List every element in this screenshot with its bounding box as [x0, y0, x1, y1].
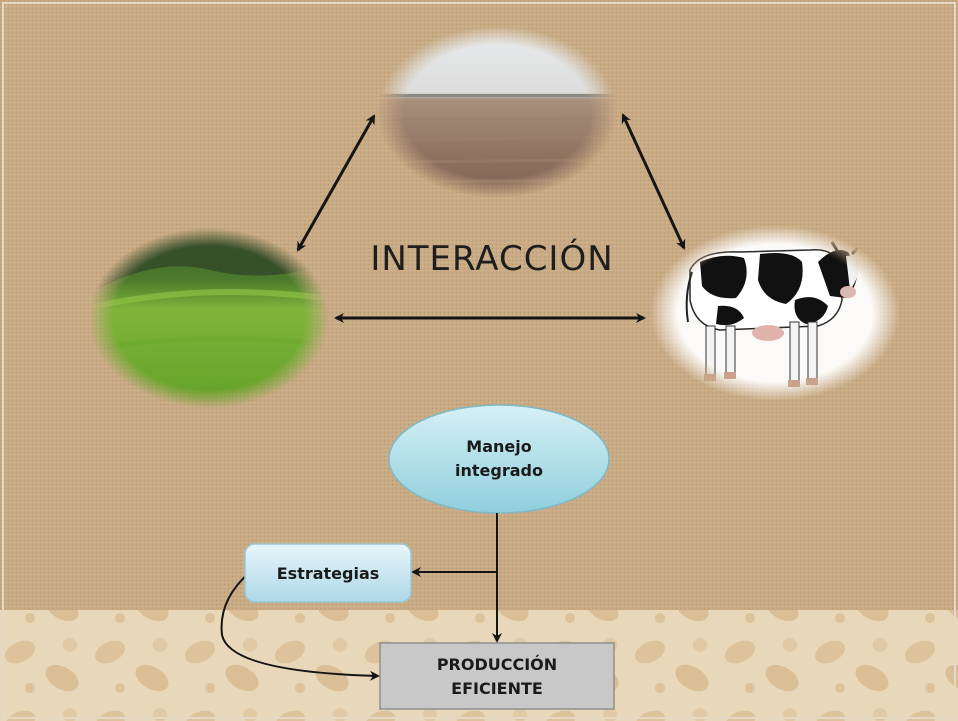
interaction-title: INTERACCIÓN — [370, 238, 613, 279]
arrow-soil-cow — [621, 113, 686, 250]
estrategias-node — [244, 543, 412, 603]
manejo-line2: integrado — [455, 461, 543, 480]
connector-estrategias-produccion — [220, 571, 380, 681]
estrategias-label: Estrategias — [277, 564, 380, 583]
arrow-pasture-soil — [296, 114, 376, 252]
cow-image — [640, 220, 910, 410]
manejo-line1: Manejo — [466, 437, 531, 456]
soil-field-image — [370, 20, 630, 210]
manejo-integrado-node — [388, 404, 610, 514]
produccion-line1: PRODUCCIÓN — [437, 655, 557, 674]
produccion-eficiente-node — [379, 642, 615, 710]
produccion-line2: EFICIENTE — [451, 679, 543, 698]
pasture-image — [79, 220, 341, 420]
